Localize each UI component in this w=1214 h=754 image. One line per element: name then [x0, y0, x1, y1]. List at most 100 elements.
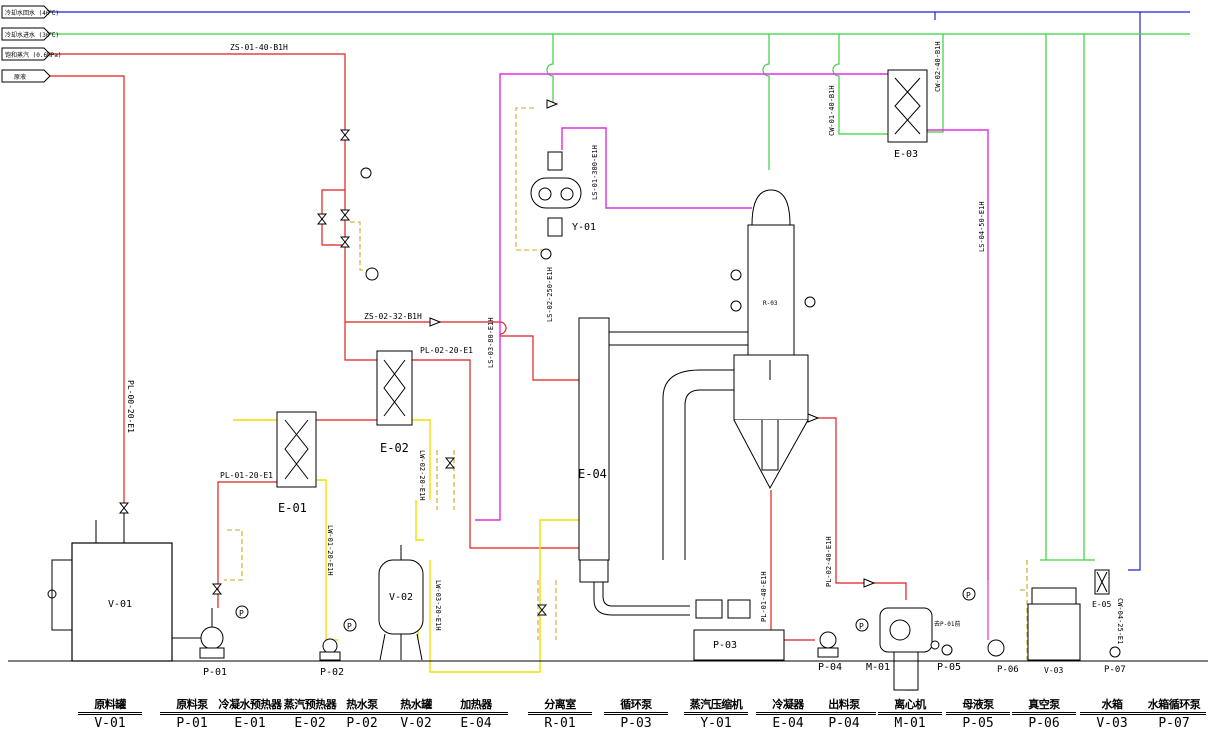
legend-tag: E-04: [756, 714, 820, 732]
pi-label: P: [347, 622, 352, 631]
inflow-label: 原液: [14, 73, 26, 81]
inflow-cooling-supply: 冷却水进水 (30℃): [1, 27, 59, 41]
circulation-pipe: [662, 369, 734, 560]
inflow-cooling-return: 冷却水回水 (40℃): [1, 5, 59, 19]
e03-label: E-03: [894, 149, 918, 160]
tank-v02: V-02: [378, 545, 424, 661]
line-cw0140: CW-01-40-B1H: [828, 85, 836, 136]
legend-tag: P-04: [812, 714, 876, 732]
legend-name: 水箱: [1080, 698, 1144, 713]
e01-label: E-01: [278, 501, 307, 515]
line-pl0120: PL-01-20-E1: [220, 471, 273, 480]
legend-tag: E-01: [218, 714, 282, 732]
instrument-indicators: [235, 167, 976, 632]
line-lw0320: LW-03-20-E1H: [434, 580, 442, 631]
valve-symbols: [118, 99, 876, 616]
line-ls0450: LS-04-50-E1H: [978, 201, 986, 252]
inflow-steam: 饱和蒸汽 (0.6MPa): [1, 47, 62, 61]
exchanger-e05: E-05: [1092, 569, 1111, 609]
line-lw0220: LW-02-20-E1H: [418, 450, 426, 501]
steam-line: [50, 53, 917, 691]
pump-p06: P-06: [987, 580, 1019, 675]
line-pl0140: PL-01-40-E1H: [760, 571, 768, 622]
legend-tag: E-04: [444, 714, 508, 732]
pressure-indicator-labels: P P P P: [239, 591, 971, 631]
p02-label: P-02: [320, 667, 344, 678]
legend-name: 蒸汽预热器: [278, 698, 342, 713]
to-p01-label: 去P-01前: [934, 620, 960, 628]
legend-tag: Y-01: [684, 714, 748, 732]
legend-tag: R-01: [528, 714, 592, 732]
m01-label: M-01: [866, 662, 890, 673]
exchanger-e01: E-01: [276, 411, 317, 515]
legend-name: 离心机: [878, 698, 942, 713]
condensate-line: [224, 107, 1028, 660]
legend-tag: V-01: [78, 714, 142, 732]
pump-p04: P-04: [817, 631, 842, 673]
legend-name: 原料泵: [160, 698, 224, 713]
legend-name: 热水泵: [330, 698, 394, 713]
legend-name: 冷凝水预热器: [218, 698, 282, 713]
line-zs0232: ZS-02-32-B1H: [364, 312, 422, 321]
inflow-label: 饱和蒸汽 (0.6MPa): [5, 51, 62, 59]
line-ls01300: LS-01-300-E1H: [591, 145, 599, 200]
pump-p07: P-07: [1104, 646, 1126, 675]
pump-p05: 去P-01前 P-05: [930, 620, 961, 673]
cooling-supply-line: [50, 33, 1190, 561]
line-pl0220: PL-02-20-E1: [420, 346, 473, 355]
legend-tag: M-01: [878, 714, 942, 732]
e04-label: E-04: [578, 467, 607, 481]
exchanger-e02: E-02: [376, 350, 413, 455]
y01-label: Y-01: [572, 222, 596, 233]
legend-tag: P-03: [604, 714, 668, 732]
legend-name: 真空泵: [1012, 698, 1076, 713]
cooling-return-line: [50, 11, 1190, 571]
p03-label: P-03: [713, 640, 737, 651]
legend-name: 分离室: [528, 698, 592, 713]
legend-name: 循环泵: [604, 698, 668, 713]
p07-label: P-07: [1104, 665, 1126, 675]
legend-tag: P-06: [1012, 714, 1076, 732]
line-lw0120: LW-01-20-E1H: [326, 525, 334, 576]
pi-label: P: [239, 609, 244, 618]
line-pl0020: PL-00-20-E1: [126, 380, 135, 433]
v02-label: V-02: [389, 592, 413, 603]
tank-v01: V-01: [47, 505, 173, 662]
legend-tag: V-03: [1080, 714, 1144, 732]
pump-p03: P-03: [693, 599, 785, 661]
inflow-label: 冷却水进水 (30℃): [5, 31, 59, 39]
line-pl0240: PL-02-40-E1H: [825, 536, 833, 587]
p06-label: P-06: [997, 665, 1019, 675]
e05-label: E-05: [1092, 600, 1111, 609]
compressor-y01: Y-01: [530, 151, 596, 237]
legend-tag: P-01: [160, 714, 224, 732]
legend-name: 加热器: [444, 698, 508, 713]
r03-label: R-03: [763, 300, 778, 307]
legend-tag: V-02: [384, 714, 448, 732]
v03-label: V-03: [1044, 666, 1063, 675]
separator-r03: R-03: [733, 189, 809, 490]
line-cw0240: CW-02-40-B1H: [934, 41, 942, 92]
line-ls0225: LS-02-250-E1H: [546, 267, 554, 322]
line-zs0140: ZS-01-40-B1H: [230, 43, 288, 52]
legend-name: 冷凝器: [756, 698, 820, 713]
pi-label: P: [859, 622, 864, 631]
pump-p02: P-02: [319, 638, 344, 678]
legend-tag: P-07: [1142, 714, 1206, 732]
